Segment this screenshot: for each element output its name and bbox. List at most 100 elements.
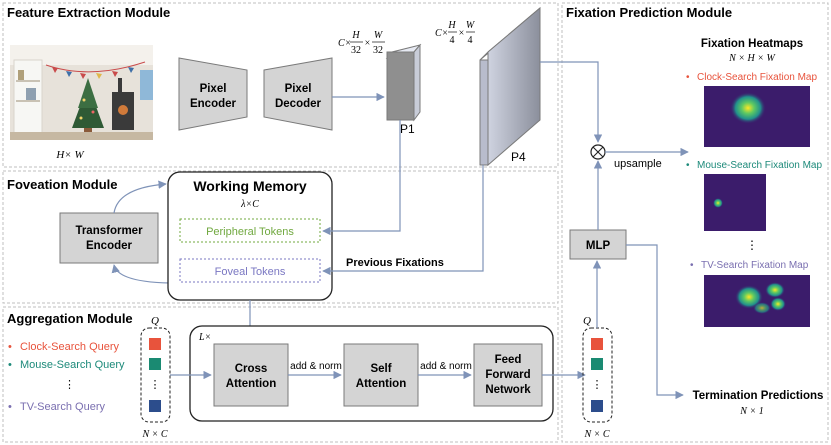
fixation-prediction-section bbox=[561, 2, 829, 443]
svg-text:H: H bbox=[447, 20, 456, 31]
arrow-p1-to-peripheral bbox=[322, 120, 401, 236]
arrow-memory-to-encoder-bottom bbox=[111, 264, 171, 284]
pixel-decoder-label-1: Pixel bbox=[285, 83, 312, 95]
self-attention-block bbox=[343, 343, 419, 407]
peripheral-tokens-box bbox=[179, 218, 321, 243]
query-token-tv bbox=[149, 400, 161, 412]
svg-text:×: × bbox=[458, 28, 465, 39]
pixel-encoder-block bbox=[178, 57, 248, 131]
aggregation-title: Aggregation Module bbox=[7, 311, 133, 326]
termination-dims: N × 1 bbox=[739, 406, 763, 417]
tv-heatmap-hotspot-2 bbox=[765, 282, 785, 298]
foveal-tokens-label: Foveal Tokens bbox=[215, 266, 286, 278]
output-token-clock bbox=[591, 338, 603, 350]
feature-extraction-section bbox=[2, 2, 559, 168]
svg-text:32: 32 bbox=[351, 45, 361, 56]
query-token-column bbox=[140, 327, 171, 423]
query-nxc: N × C bbox=[141, 429, 167, 440]
query-bullet-mouse: • bbox=[8, 359, 12, 371]
p4-feature-map bbox=[479, 6, 541, 167]
query-token-mouse bbox=[149, 358, 161, 370]
output-token-vdots: ⋮ bbox=[592, 379, 603, 391]
svg-text:W: W bbox=[466, 20, 476, 31]
arrow-p4-to-fusion bbox=[540, 61, 603, 143]
svg-text:4: 4 bbox=[450, 35, 455, 46]
p1-label: P1 bbox=[400, 122, 415, 136]
query-label-tv: TV-Search Query bbox=[20, 401, 105, 413]
query-bullet-clock: • bbox=[8, 341, 12, 353]
p1-dims: C× H 32 × W 32 bbox=[338, 30, 385, 56]
transformer-encoder-block bbox=[59, 212, 159, 264]
peripheral-tokens-label: Peripheral Tokens bbox=[206, 226, 294, 238]
heatmaps-dims: N × H × W bbox=[728, 53, 776, 64]
previous-fixations-label: Previous Fixations bbox=[346, 257, 444, 269]
pixel-decoder-block bbox=[263, 57, 333, 131]
pixel-encoder-label-1: Pixel bbox=[200, 83, 227, 95]
clock-heatmap-hotspot bbox=[730, 92, 766, 124]
output-q-label: Q bbox=[583, 315, 591, 327]
output-nxc: N × C bbox=[583, 429, 609, 440]
query-label-clock: Clock-Search Query bbox=[20, 341, 120, 353]
clock-map-bullet: • bbox=[686, 72, 690, 83]
foveal-tokens-box bbox=[179, 258, 321, 283]
ffn-block bbox=[473, 343, 543, 407]
query-token-clock bbox=[149, 338, 161, 350]
svg-text:H: H bbox=[351, 30, 360, 41]
svg-text:C×: C× bbox=[435, 28, 448, 39]
add-norm-1: add & norm bbox=[290, 361, 342, 372]
svg-text:32: 32 bbox=[373, 45, 383, 56]
foveation-section bbox=[2, 170, 559, 304]
image-dims: H× W bbox=[55, 149, 84, 161]
pixel-encoder-label-2: Encoder bbox=[190, 98, 237, 110]
svg-text:4: 4 bbox=[468, 35, 473, 46]
arrow-p4-to-foveal bbox=[322, 165, 484, 276]
feature-extraction-title: Feature Extraction Module bbox=[7, 5, 170, 20]
query-token-vdots: ⋮ bbox=[150, 379, 161, 391]
query-label-mouse: Mouse-Search Query bbox=[20, 359, 125, 371]
p4-dims: C× H 4 × W 4 bbox=[435, 20, 476, 46]
ffn-label-3: Network bbox=[485, 384, 531, 396]
layers-label: L× bbox=[198, 332, 211, 343]
query-label-vdots: ⋮ bbox=[64, 379, 75, 391]
mlp-block bbox=[569, 229, 627, 260]
tv-map-label: TV-Search Fixation Map bbox=[701, 260, 809, 271]
query-q-label: Q bbox=[151, 315, 159, 327]
cross-attention-label-2: Attention bbox=[226, 378, 276, 390]
tv-heatmap-hotspot-3 bbox=[770, 297, 786, 311]
heatmap-vdots: ⋮ bbox=[746, 238, 758, 252]
working-memory-dims: λ×C bbox=[240, 199, 259, 210]
self-attention-label-1: Self bbox=[370, 363, 391, 375]
svg-text:W: W bbox=[374, 30, 384, 41]
p1-feature-map bbox=[385, 43, 422, 122]
heatmaps-title: Fixation Heatmaps bbox=[701, 38, 803, 50]
mlp-label: MLP bbox=[586, 240, 611, 252]
working-memory-title: Working Memory bbox=[193, 178, 307, 194]
fusion-cross-2 bbox=[592, 146, 604, 158]
ffn-label-2: Forward bbox=[485, 369, 530, 381]
output-token-tv bbox=[591, 400, 603, 412]
query-legend: • Clock-Search Query • Mouse-Search Quer… bbox=[8, 341, 125, 413]
cross-attention-block bbox=[213, 343, 289, 407]
upsample-label: upsample bbox=[614, 158, 662, 170]
svg-text:C×: C× bbox=[338, 38, 351, 49]
foveation-title: Foveation Module bbox=[7, 177, 118, 192]
pixel-decoder-label-2: Decoder bbox=[275, 98, 322, 110]
arrow-encoder-to-memory-top bbox=[113, 180, 167, 214]
tv-heatmap-hotspot-1 bbox=[735, 285, 763, 309]
add-norm-2: add & norm bbox=[420, 361, 472, 372]
mouse-map-bullet: • bbox=[686, 160, 690, 171]
transformer-encoder-label-2: Encoder bbox=[86, 240, 133, 252]
ffn-label-1: Feed bbox=[495, 354, 522, 366]
output-token-mouse bbox=[591, 358, 603, 370]
p4-label: P4 bbox=[511, 150, 526, 164]
mouse-map-label: Mouse-Search Fixation Map bbox=[697, 160, 822, 171]
tv-map-bullet: • bbox=[690, 260, 694, 271]
cross-attention-label-1: Cross bbox=[235, 363, 268, 375]
transformer-encoder-label-1: Transformer bbox=[75, 225, 143, 237]
clock-map-label: Clock-Search Fixation Map bbox=[697, 72, 817, 83]
fixation-prediction-title: Fixation Prediction Module bbox=[566, 5, 732, 20]
self-attention-label-2: Attention bbox=[356, 378, 406, 390]
input-image bbox=[10, 45, 153, 140]
tv-heatmap-hotspot-4 bbox=[753, 302, 771, 314]
